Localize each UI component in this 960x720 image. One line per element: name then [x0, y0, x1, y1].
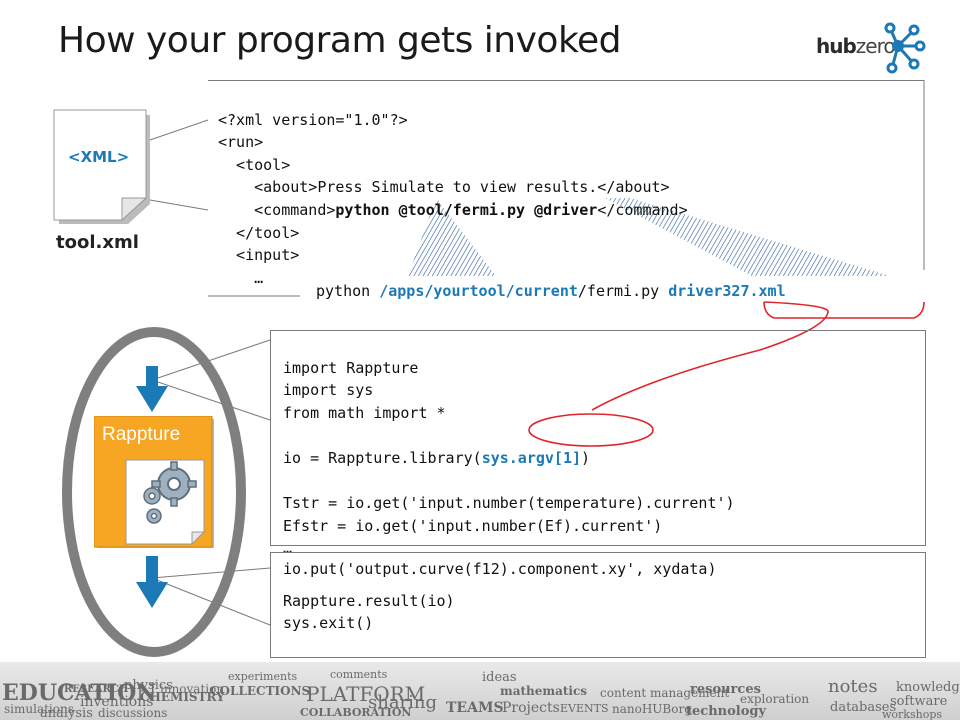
footer-word: nanoHUBorg: [612, 702, 692, 716]
hubzero-logo-icon: [884, 22, 926, 74]
slide-title: How your program gets invoked: [58, 20, 622, 61]
footer-word: content management: [600, 686, 730, 700]
footer-word: resources: [690, 682, 761, 697]
footer-word: discussions: [98, 706, 168, 720]
cmd-path: /apps/yourtool/current: [379, 282, 578, 300]
script-code: import Rappture import sys from math impor…: [283, 334, 735, 583]
driver-bracket: [763, 301, 925, 319]
xml-code-box: [208, 80, 924, 296]
xml-command-open: <command>: [218, 200, 336, 219]
script-line: import sys: [283, 381, 374, 400]
xml-line: </tool>: [218, 223, 300, 242]
xml-line: …: [218, 268, 264, 287]
footer-word: knowledge: [896, 680, 960, 695]
footer-word: technology: [686, 704, 767, 719]
script-code-box: [270, 330, 926, 546]
footer-word: PLATFORM: [306, 682, 426, 706]
rappture-box: [94, 416, 214, 548]
footer-word: exploration: [740, 692, 810, 706]
footer-word: physics: [124, 678, 173, 693]
footer-word: EVENTS: [560, 702, 609, 715]
footer-word: simulations: [4, 702, 74, 716]
io-suffix: ): [581, 448, 591, 467]
invocation-command: python /apps/yourtool/current/fermi.py d…: [316, 282, 786, 300]
footer-word: ideas: [482, 670, 517, 685]
hubzero-logo: hubzero: [816, 34, 896, 58]
output-arrow: [136, 556, 168, 608]
xml-line: <?xml version="1.0"?>: [218, 110, 408, 129]
footer-word: COLLABORATION: [300, 706, 412, 719]
footer-word: notes: [828, 676, 878, 697]
output-code-line3: sys.exit(): [283, 614, 374, 632]
tool-xml-caption: tool.xml: [56, 232, 139, 253]
xml-document-icon: [53, 109, 150, 224]
footer-word: COLLECTIONS: [210, 684, 311, 698]
footer-word: mathematics: [500, 684, 588, 698]
footer-word: CHEMISTRY: [140, 690, 225, 704]
cmd-suffix: /fermi.py: [577, 282, 669, 300]
output-code-line2: Rappture.result(io): [283, 592, 455, 610]
xml-line: <tool>: [218, 155, 291, 174]
footer-word: workshops: [882, 708, 943, 720]
cmd-prefix: python: [316, 282, 380, 300]
script-line: from math import *: [283, 403, 446, 422]
script-line: Tstr = io.get('input.number(temperature)…: [283, 494, 735, 513]
xml-line: <about>Press Simulate to view results.</…: [218, 178, 670, 197]
footer-word: inventions: [80, 694, 154, 710]
script-line: import Rappture: [283, 358, 419, 377]
xml-command-close: </command>: [597, 200, 688, 219]
gears-icon: [151, 461, 197, 507]
hatch-arrow-tool: [408, 198, 496, 276]
xml-icon-label: <XML>: [68, 148, 130, 166]
process-ellipse: [62, 327, 246, 657]
argv-arg: sys.argv[1]: [481, 448, 582, 467]
callout-line-top: [149, 119, 209, 141]
callout-line-bottom: [149, 199, 209, 211]
output-code-box: [270, 552, 926, 658]
footer-word: analysis: [40, 706, 93, 720]
footer-word: innovation: [160, 682, 225, 696]
footer-word: sharing: [368, 692, 438, 713]
logo-text-light: zero: [855, 34, 896, 58]
argv-highlight: [528, 413, 654, 447]
hatch-arrow-driver: [605, 198, 890, 276]
script-line: …: [283, 539, 293, 558]
rappture-label: Rappture: [102, 424, 181, 445]
footer-word: Projects: [502, 700, 560, 716]
footer-word: experiments: [228, 670, 298, 683]
red-connector: [591, 301, 829, 411]
xml-line: <run>: [218, 133, 264, 152]
logo-text-bold: hub: [816, 34, 857, 58]
footer-word: databases: [830, 700, 897, 715]
footer-word: TEAMS: [446, 700, 504, 716]
script-line: Efstr = io.get('input.number(Ef).current…: [283, 516, 663, 535]
xml-code: <?xml version="1.0"?> <run> <tool> <about…: [218, 86, 688, 312]
script-io-line: io = Rappture.library(sys.argv[1]): [283, 447, 735, 470]
io-prefix: io = Rappture.library(: [283, 448, 482, 467]
footer-word: EDUCATION: [2, 680, 157, 706]
xml-line: <input>: [218, 246, 300, 265]
footer-word: RESEARCH: [64, 684, 129, 695]
output-code-line1: io.put('output.curve(f12).component.xy',…: [283, 560, 717, 578]
cmd-driver: driver327.xml: [668, 282, 786, 300]
footer-word-collage: EDUCATION simulations analysis invention…: [0, 662, 960, 720]
input-arrow: [136, 366, 168, 412]
xml-command-line: <command>python @tool/fermi.py @driver</…: [218, 199, 688, 222]
footer-word: software: [890, 694, 948, 709]
xml-command-value: python @tool/fermi.py @driver: [335, 200, 598, 219]
footer-word: comments: [330, 668, 388, 681]
